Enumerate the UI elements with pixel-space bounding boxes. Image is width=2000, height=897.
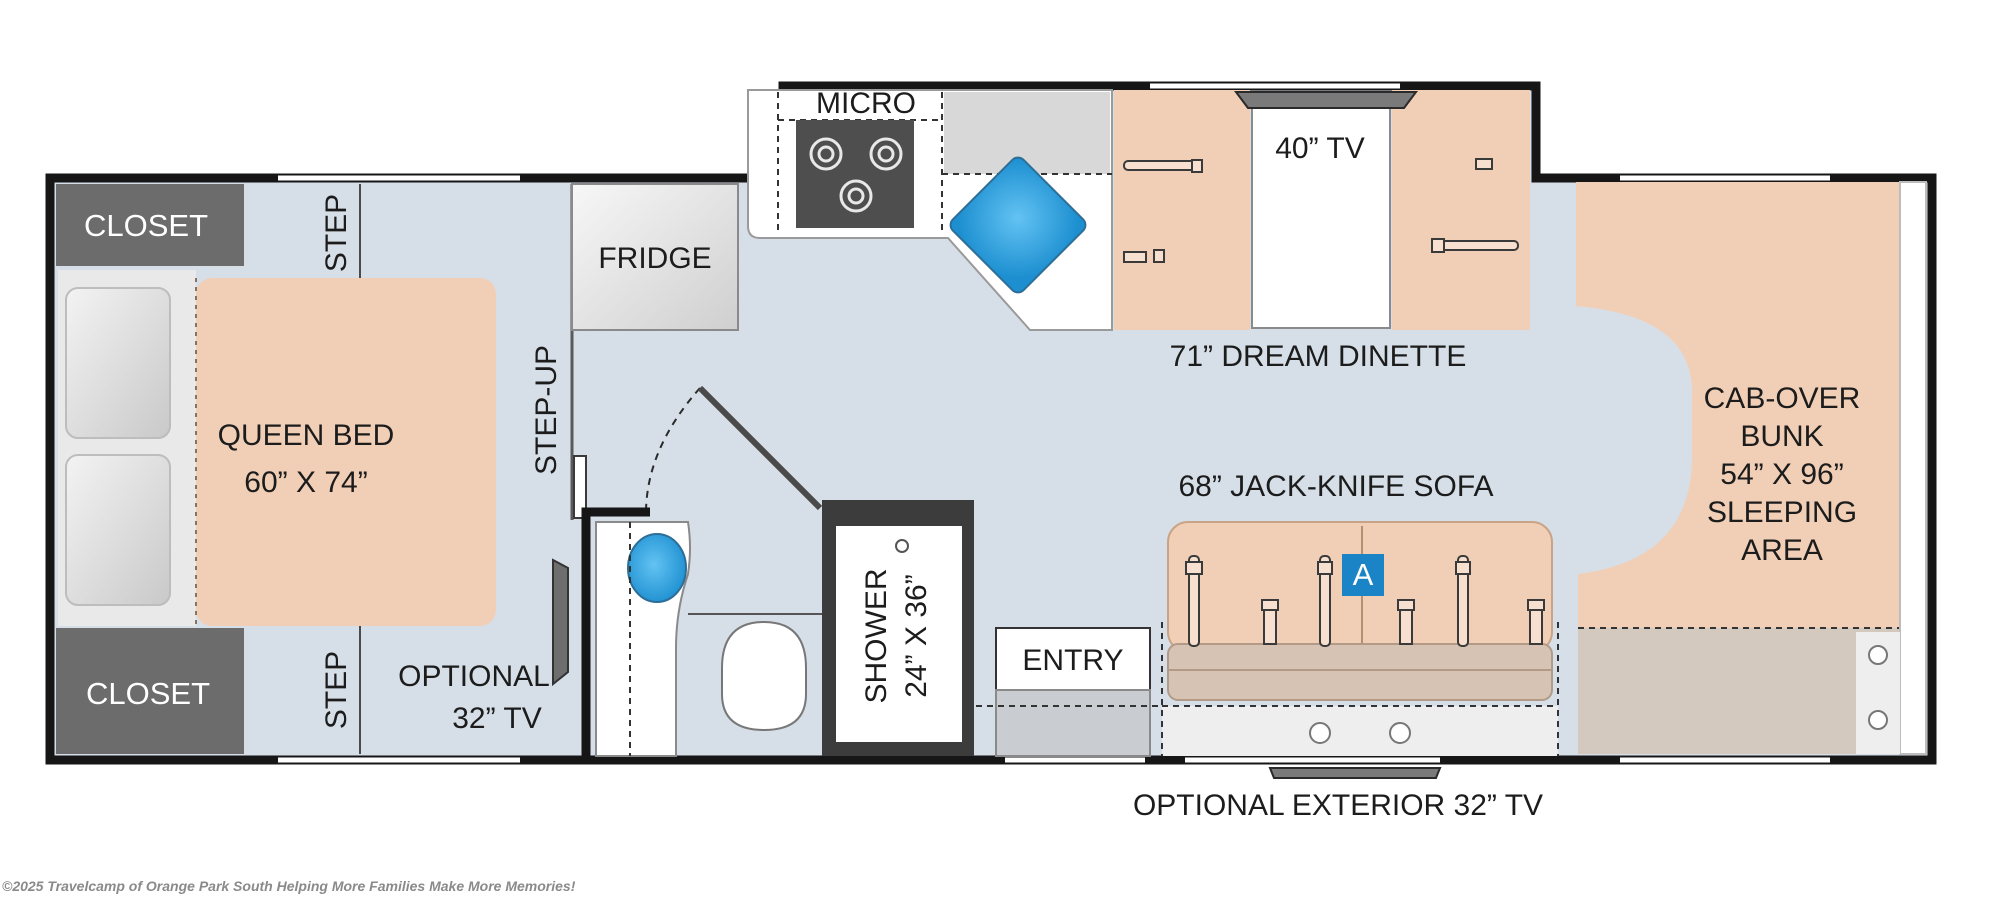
queen-bed xyxy=(196,278,496,626)
bath-door xyxy=(697,385,823,511)
bath-sink xyxy=(627,533,687,603)
dinette-bench-left xyxy=(1114,90,1250,330)
dinette-bench-right xyxy=(1392,90,1530,330)
sofa-marker-label: A xyxy=(1353,557,1374,592)
stove-burners xyxy=(809,137,903,213)
copyright-text: ©2025 Travelcamp of Orange Park South He… xyxy=(2,878,576,894)
sofa-marker xyxy=(1342,554,1384,596)
closet-top-label: CLOSET xyxy=(84,208,208,243)
cabover-label-5: AREA xyxy=(1741,534,1823,567)
cabover-label-2: BUNK xyxy=(1740,420,1823,453)
cabover-label-3: 54” X 96” xyxy=(1720,458,1843,491)
counter-shade xyxy=(944,92,1110,174)
fridge-label: FRIDGE xyxy=(598,242,711,275)
seatbelts-dinette xyxy=(1123,158,1519,263)
cab-seat-edge xyxy=(1899,181,1927,755)
closet-bottom-label: CLOSET xyxy=(86,676,210,711)
dinette-label: 71” DREAM DINETTE xyxy=(1170,340,1467,373)
step-top-label: STEP xyxy=(320,194,353,272)
cabover-label-4: SLEEPING xyxy=(1707,496,1857,529)
optional-tv-bedroom-label-1: OPTIONAL xyxy=(398,660,550,693)
queen-bed-title: QUEEN BED xyxy=(218,419,395,452)
bath-wall xyxy=(581,507,650,760)
shower-drain-icon xyxy=(895,539,909,553)
sofa-label: 68” JACK-KNIFE SOFA xyxy=(1178,470,1493,503)
tv-40 xyxy=(1234,91,1418,109)
step-up-tread xyxy=(573,455,587,519)
micro-label: MICRO xyxy=(816,87,916,120)
optional-tv-bedroom-label-2: 32” TV xyxy=(452,702,542,735)
cabover-label-1: CAB-OVER xyxy=(1704,382,1861,415)
pillow-bottom xyxy=(65,454,171,606)
closet-bottom xyxy=(56,628,244,754)
optional-tv-bedroom xyxy=(552,558,569,687)
shower-label-1: SHOWER xyxy=(860,569,893,704)
fridge xyxy=(571,183,739,331)
entry-floor xyxy=(995,689,1151,757)
entry-label: ENTRY xyxy=(1022,644,1123,677)
pillow-top xyxy=(65,287,171,439)
exterior-tv xyxy=(1268,767,1442,779)
queen-bed-size: 60” X 74” xyxy=(244,466,367,499)
under-sofa-storage xyxy=(1162,706,1558,756)
toilet xyxy=(721,620,807,732)
step-up-label: STEP-UP xyxy=(530,345,563,475)
bath-door-swing xyxy=(644,387,701,517)
sofa-seat xyxy=(1167,643,1553,701)
closet-top xyxy=(56,184,244,266)
step-bottom-label: STEP xyxy=(320,651,353,729)
cabover-bunk xyxy=(1576,182,1900,628)
exterior-tv-label: OPTIONAL EXTERIOR 32” TV xyxy=(1133,789,1543,822)
dinette-table xyxy=(1251,103,1391,329)
window-markers xyxy=(278,83,1830,763)
kitchen-sink xyxy=(949,156,1087,294)
tv-40-label: 40” TV xyxy=(1275,132,1365,165)
cab-shelf xyxy=(1578,628,1900,754)
seatbelts-sofa xyxy=(1185,555,1545,647)
shower-pan xyxy=(836,526,962,742)
shower-label-2: 24” X 36” xyxy=(900,574,933,697)
